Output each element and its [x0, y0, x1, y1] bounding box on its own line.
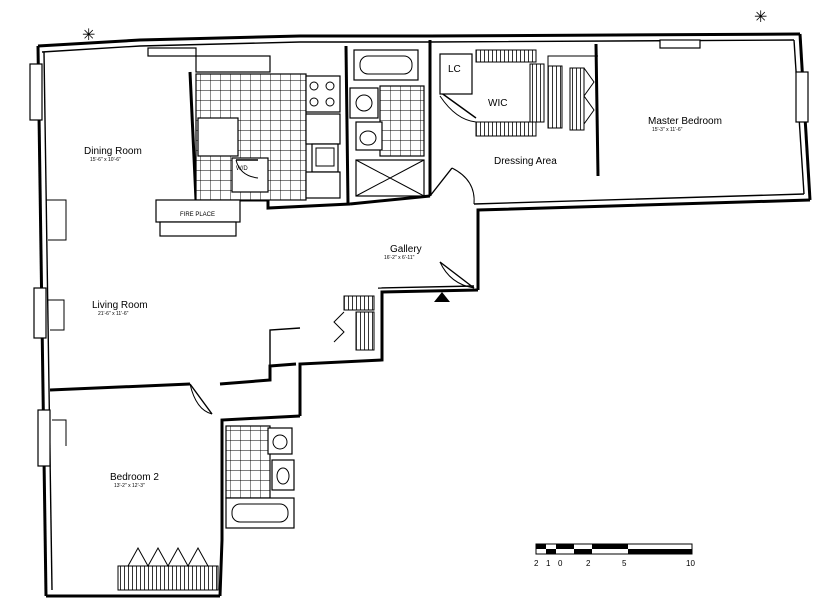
- closets: [439, 49, 598, 137]
- bath-sink: [349, 87, 379, 119]
- star-marker-right: ✳: [754, 9, 767, 26]
- scale-tick-5: 10: [686, 559, 695, 568]
- living-room-label: Living Room: [92, 300, 148, 311]
- lc-label: LC: [448, 64, 461, 75]
- dining-room-dims: 15'-6" x 10'-6": [90, 157, 121, 163]
- stove: [305, 75, 341, 113]
- scale-tick-3: 2: [586, 559, 591, 568]
- scale-tick-0: 2: [534, 559, 539, 568]
- bedroom2-label: Bedroom 2: [110, 472, 159, 483]
- bedroom2-dims: 13'-2" x 12'-3": [114, 483, 145, 489]
- fireplace: FIRE PLACE: [155, 199, 241, 237]
- bathroom-main: [349, 49, 425, 197]
- doors: [189, 159, 475, 415]
- scale-tick-4: 5: [622, 559, 627, 568]
- windows: [29, 39, 809, 467]
- gallery-label: Gallery: [390, 244, 422, 255]
- gallery-dims: 16'-2" x 6'-11": [384, 255, 415, 261]
- dining-room-label: Dining Room: [84, 146, 142, 157]
- bedroom2-closet: [117, 546, 219, 591]
- exterior-walls: [36, 32, 812, 598]
- fireplace-label: FIRE PLACE: [180, 212, 215, 218]
- wd-label: W/D: [236, 166, 248, 172]
- entry-marker: [434, 292, 450, 302]
- bathroom-2: [225, 425, 295, 529]
- master-bedroom-dims: 15'-3" x 11'-6": [652, 127, 683, 133]
- wic-label: WIC: [488, 98, 507, 109]
- dressing-area-label: Dressing Area: [494, 156, 557, 167]
- scale-bar: 2 1 0 2 5 10: [534, 543, 695, 568]
- bathtub: [353, 49, 419, 81]
- living-room-dims: 21'-6" x 11'-6": [98, 311, 129, 317]
- star-marker-left: ✳: [82, 27, 95, 44]
- scale-tick-1: 1: [546, 559, 551, 568]
- gallery-closet: [333, 295, 375, 351]
- master-bedroom-label: Master Bedroom: [648, 116, 722, 127]
- scale-tick-2: 0: [558, 559, 563, 568]
- kitchen: [195, 55, 341, 201]
